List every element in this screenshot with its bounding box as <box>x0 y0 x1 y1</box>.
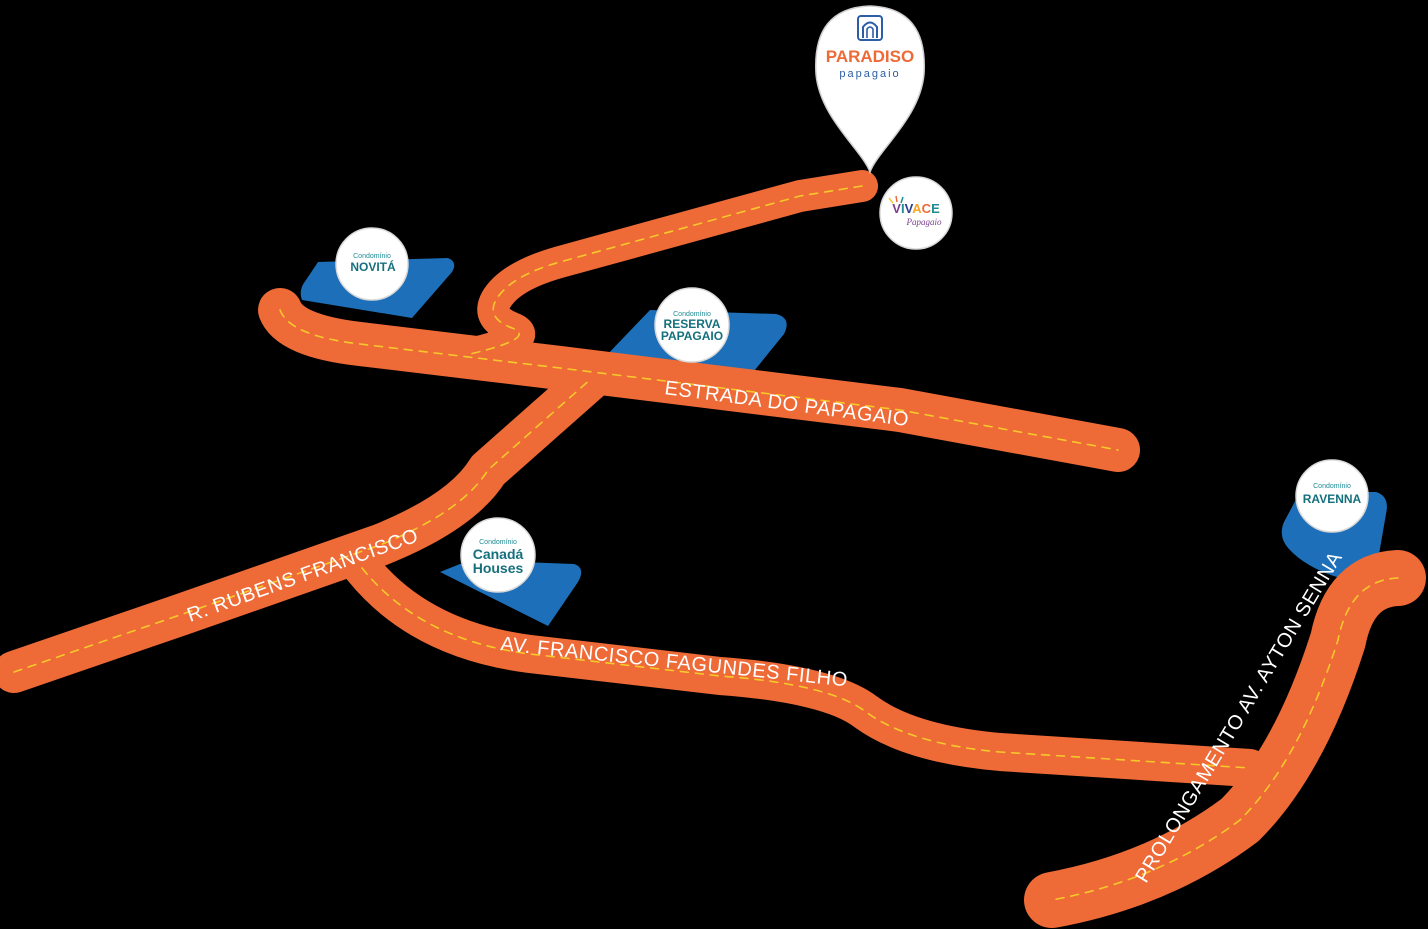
paradiso-title: PARADISO <box>826 47 914 66</box>
lane-markings <box>13 185 1399 901</box>
paradiso-pin-shape <box>815 5 925 175</box>
vivace-letter: V <box>892 201 901 216</box>
vivace-badge-circle <box>879 176 953 250</box>
reserva-badge[interactable]: Condomínio RESERVA PAPAGAIO <box>654 287 730 363</box>
canada-name-line2: Houses <box>473 560 524 576</box>
paradiso-pin[interactable]: PARADISO papagaio <box>815 5 925 175</box>
novita-name: NOVITÁ <box>350 259 396 274</box>
canada-badge-circle <box>460 517 536 593</box>
reserva-badge-circle <box>654 287 730 363</box>
vivace-letter: E <box>931 201 940 216</box>
lane-rubens <box>13 377 593 673</box>
lane-ayton <box>1051 577 1399 901</box>
ravenna-prefix: Condomínio <box>1313 483 1351 490</box>
ravenna-badge[interactable]: Condomínio RAVENNA <box>1295 459 1369 533</box>
reserva-name-line2: PAPAGAIO <box>661 329 723 343</box>
novita-badge[interactable]: Condomínio NOVITÁ <box>335 227 409 301</box>
vivace-badge[interactable]: VIVACE Papagaio <box>879 176 953 250</box>
street-labels: ESTRADA DO PAPAGAIO R. RUBENS FRANCISCO … <box>184 377 1347 886</box>
vivace-title: VIVACE <box>892 201 940 216</box>
paradiso-arch-icon <box>857 15 883 41</box>
ravenna-badge-circle <box>1295 459 1369 533</box>
vivace-subtitle: Papagaio <box>906 217 942 227</box>
vivace-letter: C <box>922 201 932 216</box>
canada-prefix: Condomínio <box>479 539 517 546</box>
vivace-sparkle-icon <box>888 195 904 204</box>
canada-badge[interactable]: Condomínio Canadá Houses <box>460 517 536 593</box>
novita-prefix: Condomínio <box>353 253 391 260</box>
plots <box>300 258 1387 626</box>
vivace-letter: I <box>901 201 905 216</box>
reserva-name-line1: RESERVA <box>664 317 721 331</box>
reserva-prefix: Condomínio <box>673 311 711 318</box>
vivace-letter: A <box>912 201 922 216</box>
lane-estrada <box>279 309 1119 451</box>
canada-name-line1: Canadá <box>473 546 524 562</box>
ravenna-name: RAVENNA <box>1303 492 1362 506</box>
vivace-letter: V <box>905 201 914 216</box>
north-connector-road <box>454 170 878 370</box>
paradiso-subtitle: papagaio <box>839 68 900 80</box>
francisco-fagundes-road <box>343 549 1269 787</box>
novita-badge-circle <box>335 227 409 301</box>
